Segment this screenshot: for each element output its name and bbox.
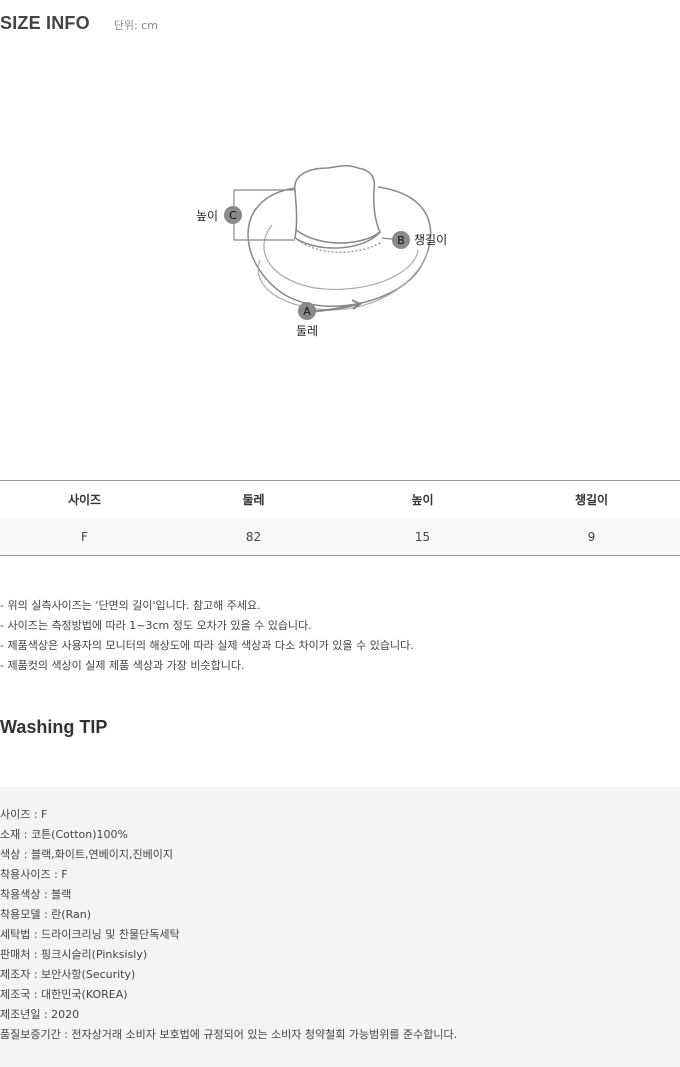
cell-brim: 9 xyxy=(587,529,596,544)
header-size: 사이즈 xyxy=(67,493,102,507)
cell-size: F xyxy=(81,529,88,544)
list-item: 색상 : 블랙,화이트,연베이지,진베이지 xyxy=(0,848,173,861)
marker-a-icon xyxy=(298,302,316,320)
header-brim: 챙길이 xyxy=(574,493,609,507)
marker-b-letter: B xyxy=(397,234,405,247)
list-item: - 제품컷의 색상이 실제 제품 색상과 가장 비슷합니다. xyxy=(0,659,245,672)
washing-tip-title: Washing TIP xyxy=(0,717,108,737)
size-info-title: SIZE INFO xyxy=(0,13,90,33)
product-info-panel: 사이즈 : F 소재 : 코튼(Cotton)100% 색상 : 블랙,화이트,… xyxy=(0,787,680,1067)
list-item: 세탁법 : 드라이크리닝 및 찬물단독세탁 xyxy=(0,928,180,941)
list-item: 착용모델 : 란(Ran) xyxy=(0,908,91,921)
circumference-label: 둘레 xyxy=(296,324,319,338)
table-row: F 82 15 9 xyxy=(0,518,680,555)
marker-a-letter: A xyxy=(303,305,311,318)
list-item: 착용사이즈 : F xyxy=(0,868,68,881)
height-label: 높이 xyxy=(196,209,219,223)
list-item: 품질보증기간 : 전자상거래 소비자 보호법에 규정되어 있는 소비자 청약철회… xyxy=(0,1028,458,1041)
hat-size-diagram: C B A 높이 챙길이 둘레 xyxy=(190,150,470,350)
size-table: 사이즈 둘레 높이 챙길이 F 82 15 9 xyxy=(0,480,680,556)
list-item: 소재 : 코튼(Cotton)100% xyxy=(0,828,128,841)
size-notes: - 위의 실측사이즈는 '단면의 길이'입니다. 참고해 주세요. - 사이즈는… xyxy=(0,596,680,676)
size-table-header-row: 사이즈 둘레 높이 챙길이 xyxy=(0,481,680,518)
list-item: 사이즈 : F xyxy=(0,808,48,821)
list-item: 판매처 : 핑크시슬리(Pinksisly) xyxy=(0,948,148,961)
cell-circumference: 82 xyxy=(245,529,262,544)
brim-label: 챙길이 xyxy=(414,233,448,247)
list-item: 착용색상 : 블랙 xyxy=(0,888,72,901)
list-item: - 제품색상은 사용자의 모니터의 해상도에 따라 실제 색상과 다소 차이가 … xyxy=(0,639,414,652)
list-item: 제조국 : 대한민국(KOREA) xyxy=(0,988,128,1001)
list-item: - 사이즈는 측정방법에 따라 1~3cm 정도 오차가 있을 수 있습니다. xyxy=(0,619,312,632)
list-item: 제조년일 : 2020 xyxy=(0,1008,80,1021)
size-info-header: SIZE INFO 단위: cm xyxy=(0,13,158,35)
bucket-hat-illustration: C B A xyxy=(224,164,432,320)
marker-c-letter: C xyxy=(229,209,237,222)
cell-height: 15 xyxy=(414,529,431,544)
size-unit-label: 단위: cm xyxy=(113,19,159,32)
marker-b-icon xyxy=(392,231,410,249)
list-item: 제조자 : 보안사항(Security) xyxy=(0,968,136,981)
header-circumference: 둘레 xyxy=(242,493,265,507)
marker-c-icon xyxy=(224,206,242,224)
header-height: 높이 xyxy=(411,493,434,507)
list-item: - 위의 실측사이즈는 '단면의 길이'입니다. 참고해 주세요. xyxy=(0,599,261,612)
